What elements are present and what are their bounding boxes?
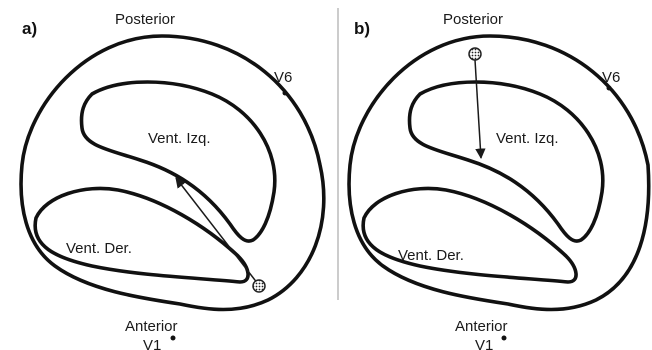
- panel-b-posterior-label: Posterior: [443, 11, 503, 28]
- panel-b-right-ventricle-label: Vent. Der.: [398, 247, 464, 264]
- panel-b-vector-arrow: [475, 60, 481, 158]
- panel-a-letter: a): [22, 19, 37, 38]
- panel-a-v1-label: V1: [143, 337, 161, 350]
- panel-b-v6-electrode-dot: [607, 86, 612, 91]
- panel-a-posterior-label: Posterior: [115, 11, 175, 28]
- panel-a-left-ventricle-label: Vent. Izq.: [148, 130, 211, 147]
- panel-b-vector-origin-dot: [469, 48, 481, 60]
- panel-b-letter: b): [354, 19, 370, 38]
- panel-a-v6-label: V6: [274, 69, 292, 86]
- panel-a-right-ventricle-outline: [35, 188, 248, 282]
- panel-a-left-ventricle-outline: [81, 82, 274, 241]
- panel-a-anterior-label: Anterior: [125, 318, 178, 335]
- panel-b: b) Posterior Vent. Izq. Vent. Der. V6 An…: [349, 11, 649, 350]
- panel-b-anterior-label: Anterior: [455, 318, 508, 335]
- panel-b-left-ventricle-label: Vent. Izq.: [496, 130, 559, 147]
- panel-b-right-ventricle-outline: [363, 188, 576, 282]
- panel-b-v1-electrode-dot: [502, 336, 507, 341]
- panel-a-v1-electrode-dot: [171, 336, 176, 341]
- panel-a-v6-electrode-dot: [283, 91, 288, 96]
- panel-a-vector-arrow: [176, 178, 258, 284]
- panel-a-vector-origin-dot: [253, 280, 265, 292]
- panel-b-v1-label: V1: [475, 337, 493, 350]
- panel-a-right-ventricle-label: Vent. Der.: [66, 240, 132, 257]
- panel-a: a) Posterior Vent. Izq. Vent. Der. V6 An…: [21, 11, 324, 350]
- panel-b-left-ventricle-outline: [409, 82, 602, 241]
- panel-b-v6-label: V6: [602, 69, 620, 86]
